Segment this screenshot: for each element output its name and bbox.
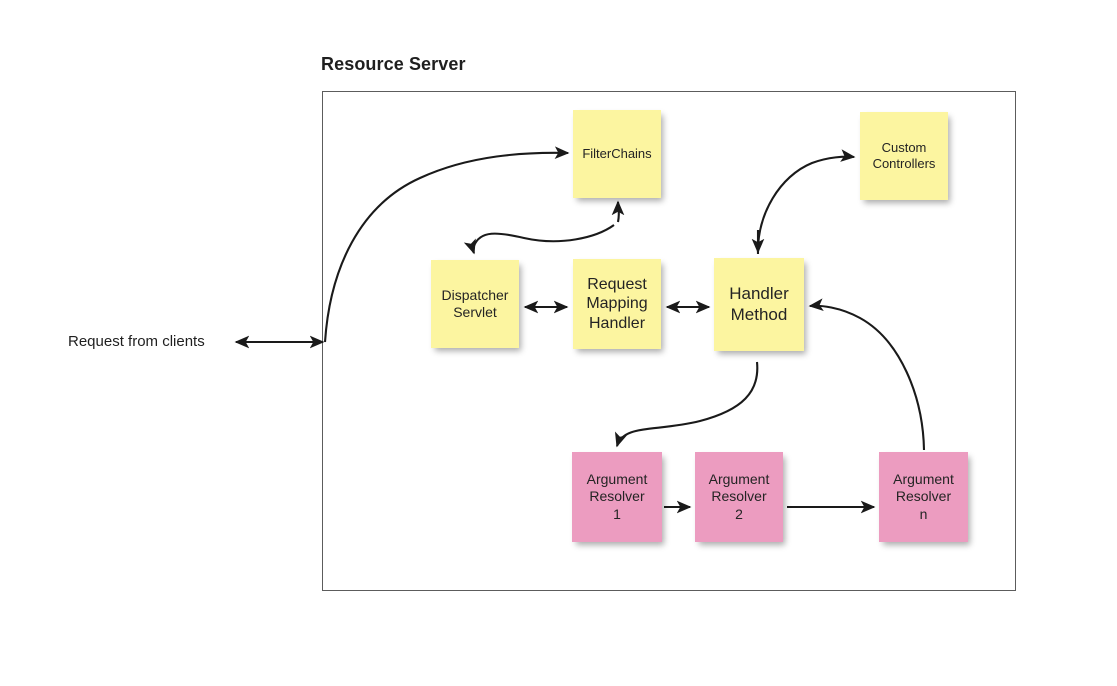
request-from-clients-label: Request from clients <box>68 333 205 350</box>
node-label: Handler Method <box>729 283 789 324</box>
node-request-mapping-handler[interactable]: Request Mapping Handler <box>573 259 661 349</box>
node-argument-resolver-n[interactable]: Argument Resolver n <box>879 452 968 542</box>
page-title: Resource Server <box>321 54 466 74</box>
node-argument-resolver-2[interactable]: Argument Resolver 2 <box>695 452 783 542</box>
node-label: Dispatcher Servlet <box>441 286 509 320</box>
node-label: Custom Controllers <box>872 140 936 171</box>
node-label: FilterChains <box>582 146 652 162</box>
node-label: Argument Resolver 1 <box>586 471 648 522</box>
node-filter-chains[interactable]: FilterChains <box>573 110 661 198</box>
node-label: Argument Resolver 2 <box>708 471 770 522</box>
node-dispatcher-servlet[interactable]: Dispatcher Servlet <box>431 260 519 348</box>
node-label: Request Mapping Handler <box>586 275 648 332</box>
node-custom-controllers[interactable]: Custom Controllers <box>860 112 948 200</box>
node-argument-resolver-1[interactable]: Argument Resolver 1 <box>572 452 662 542</box>
node-label: Argument Resolver n <box>893 471 954 522</box>
node-handler-method[interactable]: Handler Method <box>714 258 804 351</box>
